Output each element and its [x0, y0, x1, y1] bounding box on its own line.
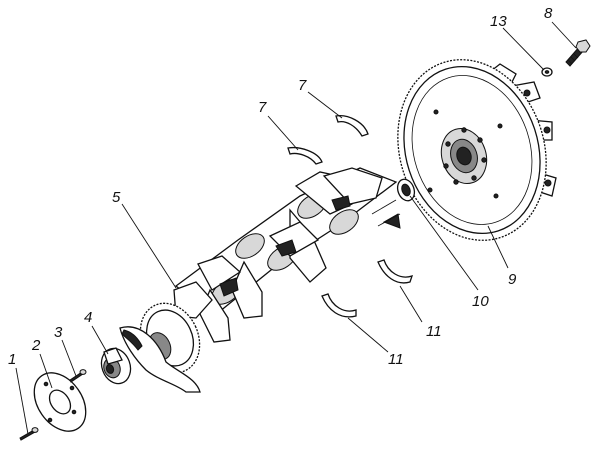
flywheel-bolt — [565, 39, 591, 67]
callout-labels: 1 2 3 4 5 7 7 8 13 9 10 11 11 — [8, 5, 553, 368]
callout-7-right: 7 — [298, 77, 307, 94]
callout-5: 5 — [112, 189, 121, 206]
crankshaft — [119, 167, 401, 393]
thrust-half-washer-lower — [321, 259, 414, 318]
callout-11-right: 11 — [426, 323, 442, 340]
callout-13: 13 — [490, 13, 507, 30]
thrust-half-washer-upper — [287, 115, 369, 165]
callout-3: 3 — [54, 324, 63, 341]
callout-9: 9 — [508, 271, 517, 288]
washer — [541, 67, 553, 77]
flywheel-bolt-holes — [427, 109, 503, 199]
plate-screw — [19, 427, 39, 441]
callout-1: 1 — [8, 351, 16, 368]
callout-7-left: 7 — [258, 99, 267, 116]
callout-10: 10 — [472, 293, 489, 310]
callout-2: 2 — [31, 337, 41, 354]
pilot-bearing — [396, 178, 416, 202]
callout-4: 4 — [84, 309, 92, 326]
retaining-plate — [33, 372, 87, 432]
callout-11-left: 11 — [388, 351, 404, 368]
flywheel — [397, 59, 557, 241]
crankshaft-hub — [100, 347, 132, 385]
leader-lines — [15, 21, 577, 435]
hub-screw — [69, 369, 87, 383]
callout-8: 8 — [544, 5, 553, 22]
